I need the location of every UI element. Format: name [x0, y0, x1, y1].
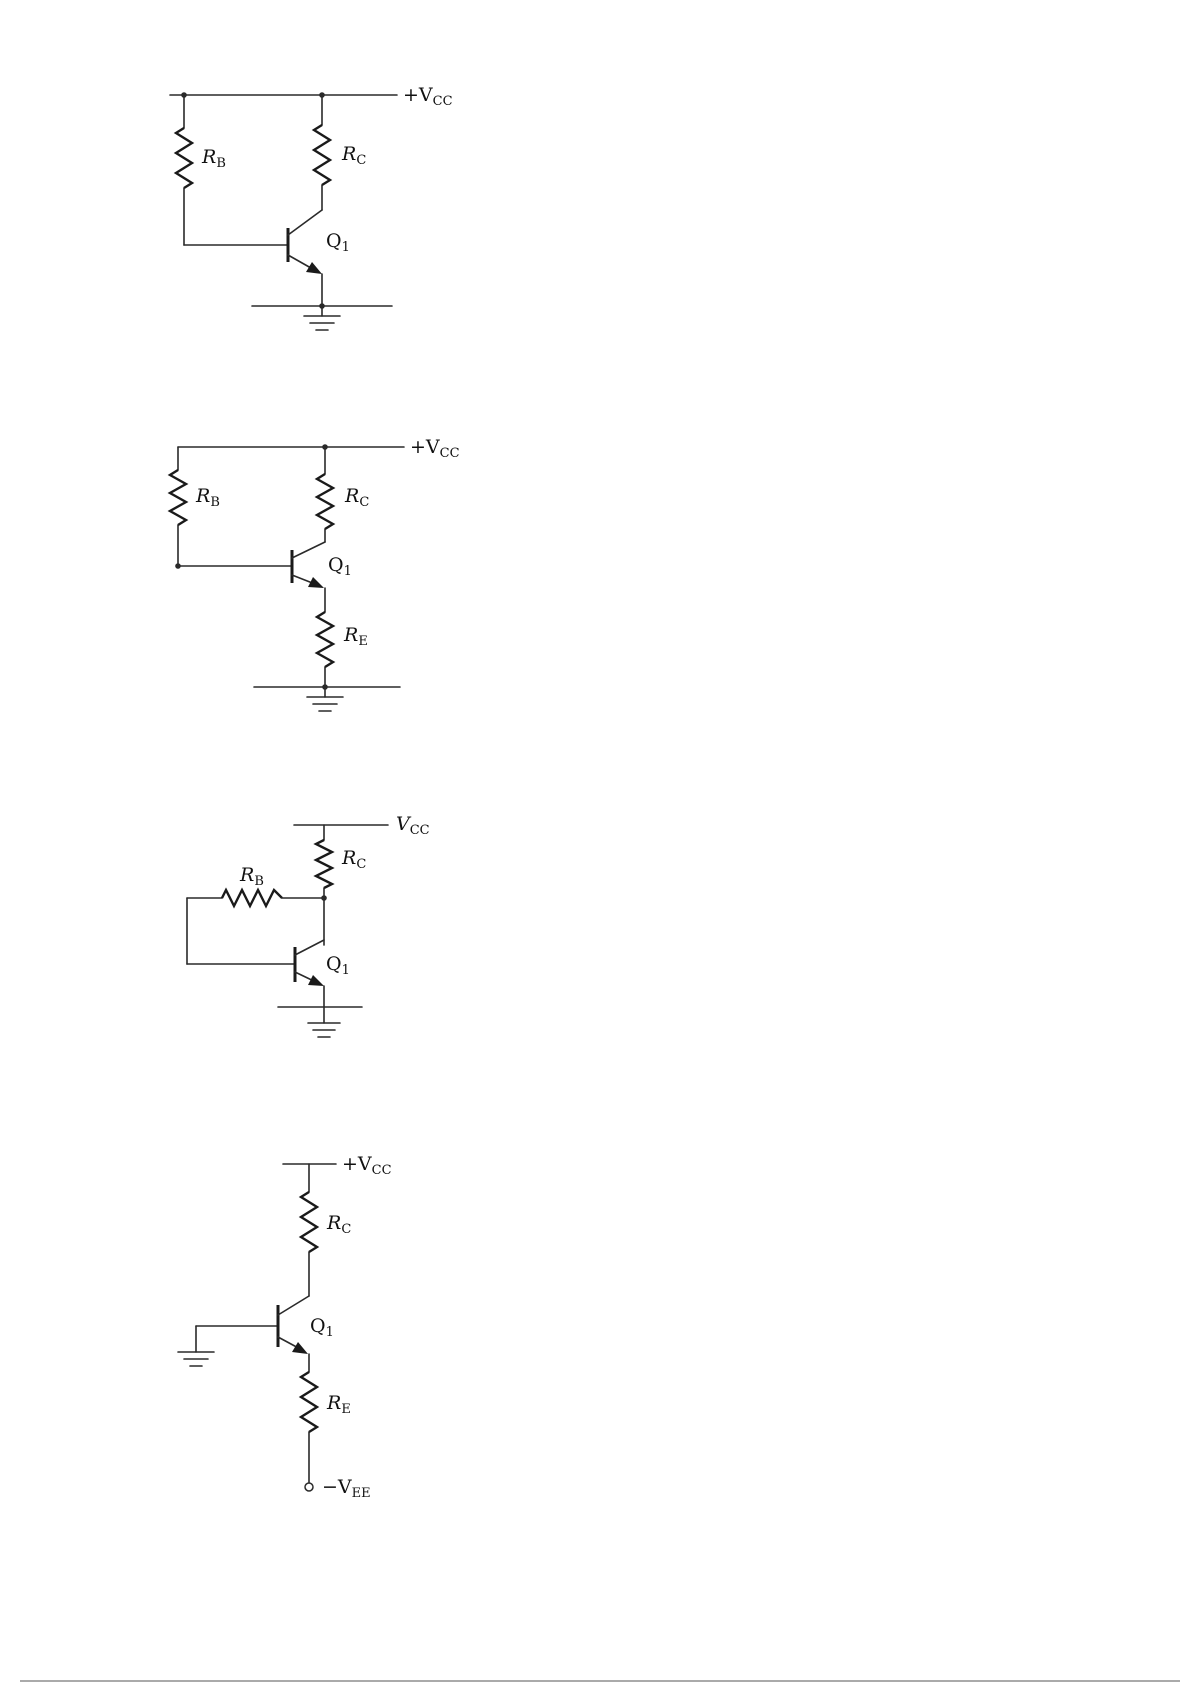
transistor-q1: [295, 940, 324, 986]
transistor-collector: [288, 210, 322, 235]
rc-label: RC: [341, 847, 366, 872]
resistor-rc: [301, 1192, 317, 1252]
transistor-collector: [278, 1296, 309, 1315]
rc-label: RC: [344, 485, 369, 510]
transistor-collector: [292, 542, 325, 558]
rb-label: RB: [195, 485, 220, 510]
rc-label: RC: [326, 1212, 351, 1237]
vcc-label: +VCC: [342, 1153, 392, 1178]
emitter-arrow-icon: [306, 262, 322, 274]
resistor-rc: [316, 840, 332, 888]
circuit-fixed-bias: +VCC RB RC Q1: [170, 84, 453, 330]
vee-label: −VEE: [322, 1476, 371, 1501]
vcc-label: +VCC: [403, 84, 453, 109]
ground-icon: [304, 306, 340, 330]
vcc-label: VCC: [396, 813, 430, 838]
resistor-rb: [170, 470, 186, 525]
rb-label: RB: [201, 146, 226, 171]
q1-label: Q1: [326, 953, 350, 978]
q1-label: Q1: [328, 554, 352, 579]
vee-terminal-icon: [305, 1483, 313, 1491]
resistor-rb: [222, 890, 282, 906]
circuit-emitter-stabilized: +VCC RB RC Q1 RE: [170, 436, 460, 711]
emitter-arrow-icon: [308, 577, 324, 588]
re-label: RE: [343, 624, 368, 649]
vcc-label: +VCC: [410, 436, 460, 461]
emitter-arrow-icon: [292, 1342, 308, 1354]
resistor-re: [301, 1372, 317, 1432]
re-label: RE: [326, 1392, 351, 1417]
q1-label: Q1: [326, 230, 350, 255]
transistor-q1: [278, 1296, 309, 1354]
ground-icon: [178, 1326, 214, 1366]
q1-label: Q1: [310, 1315, 334, 1340]
ground-icon: [307, 687, 343, 711]
circuit-collector-feedback: VCC RB RC Q1: [187, 813, 430, 1037]
transistor-collector: [295, 940, 324, 955]
resistor-rb: [176, 128, 192, 188]
resistor-rc: [317, 474, 333, 529]
circuit-emitter-bias-dual-supply: +VCC RC Q1 RE −VEE: [178, 1153, 392, 1501]
resistor-re: [317, 612, 333, 667]
resistor-rc: [314, 125, 330, 185]
rc-label: RC: [341, 143, 366, 168]
emitter-arrow-icon: [308, 975, 324, 986]
ground-icon: [308, 1007, 340, 1037]
rb-label: RB: [239, 864, 264, 889]
transistor-q1: [288, 210, 322, 274]
transistor-q1: [292, 542, 325, 588]
